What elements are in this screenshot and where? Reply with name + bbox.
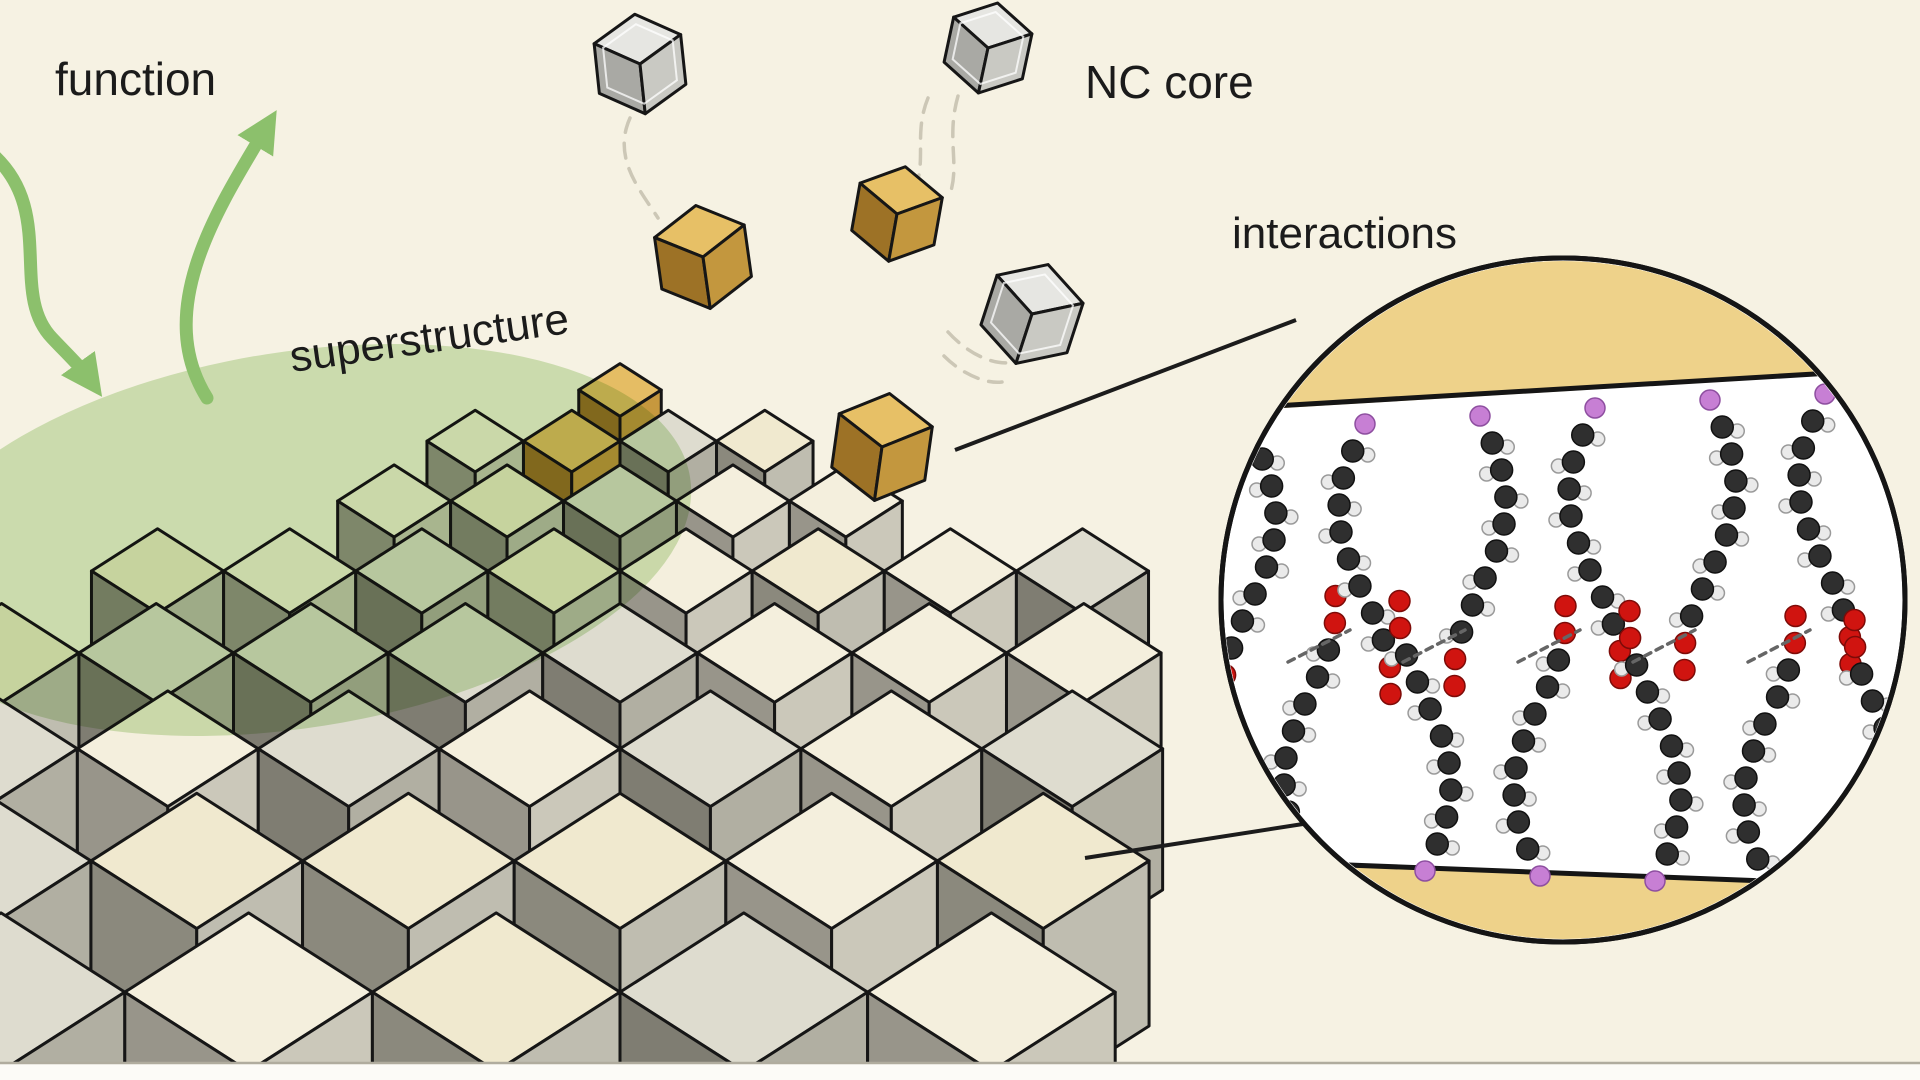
gray-nanocrystal [592,12,688,116]
gold-nanocrystal [653,204,753,310]
hbond-dash [1401,628,1467,664]
callout-line-lower [1084,822,1304,860]
down-arrow-icon [0,152,103,397]
top-nc-surface [1224,261,1902,412]
gold-nanocrystal [850,165,944,263]
gold-nanocrystal [830,392,934,502]
trail-curve [622,116,660,220]
superlattice-cube [370,911,622,1080]
callout-line-upper [954,318,1297,452]
up-arrow-icon [179,110,277,405]
falling-nanocrystals [592,1,1085,365]
ligand-chain [1778,383,1862,676]
ligand-chain [1493,594,1577,887]
nc-core-label: NC core [1085,56,1254,108]
hbond-dash [1286,628,1352,664]
trail-curve [942,354,1004,385]
superlattice-cube [123,911,374,1080]
gray-nanocrystal [979,263,1085,365]
callout-lines [954,318,1304,860]
ligand-chain [1383,589,1474,882]
interactions-label: interactions [1232,209,1457,258]
inset-circle-rim [1218,255,1908,945]
ligand-chain [1668,389,1759,682]
superlattice-cube [0,911,127,1080]
ligand-chain [1613,599,1704,892]
function-region-highlight [0,344,692,736]
gray-nanocrystal [942,1,1034,95]
hbond-dash [1631,628,1697,664]
hydrogen-bonds [1286,628,1812,664]
superlattice-cube [618,911,870,1080]
hbond-dash [1746,628,1812,664]
function-label: function [55,53,216,105]
hbond-dash [1516,628,1582,664]
landing-nanocrystal-layer [830,392,934,502]
trail-curve [946,330,1016,365]
bottom-margin [0,1063,1920,1080]
trail-curve [948,94,960,196]
function-arrows [0,110,277,405]
superlattice-cube [866,911,1117,1080]
ligand-chain [1438,405,1529,698]
